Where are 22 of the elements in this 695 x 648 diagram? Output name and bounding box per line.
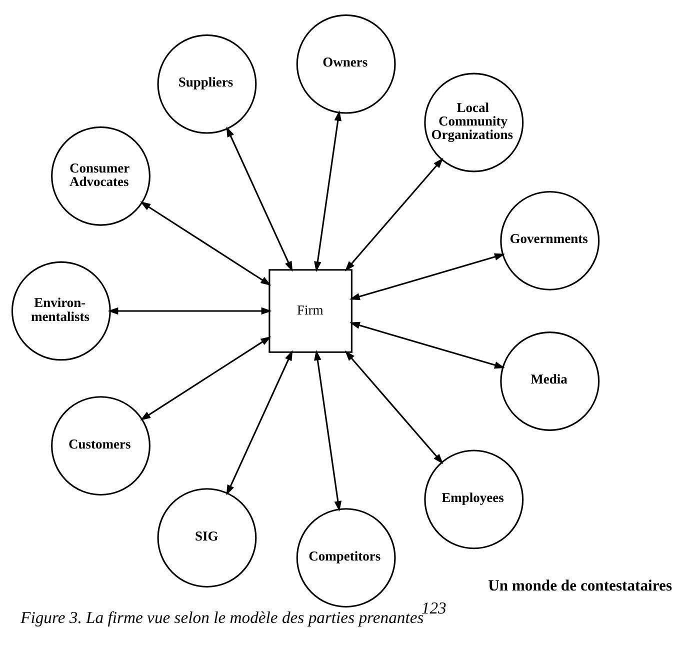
arrow xyxy=(349,321,505,368)
arrow xyxy=(349,252,505,300)
arrow xyxy=(314,110,342,272)
node-circle: Local Community Organizations xyxy=(424,72,524,172)
node-circle: Environ- mentalists xyxy=(11,260,111,360)
label: Un monde de contestataires xyxy=(488,577,672,594)
arrow xyxy=(108,306,272,314)
arrow xyxy=(140,336,272,420)
node-circle: Governments xyxy=(500,190,600,290)
node-circle: Suppliers xyxy=(157,34,257,134)
node-circle: Employees xyxy=(424,449,524,549)
arrow xyxy=(314,349,342,511)
arrow xyxy=(226,350,293,495)
node-circle: Media xyxy=(500,331,600,430)
arrow xyxy=(226,126,293,272)
arrow xyxy=(140,200,272,286)
arrow xyxy=(344,350,444,464)
arrow xyxy=(344,157,444,271)
node-circle: Competitors xyxy=(296,508,396,608)
node-box: Firm xyxy=(268,268,352,352)
node-circle: Owners xyxy=(296,14,396,114)
node-circle: SIG xyxy=(157,488,257,588)
